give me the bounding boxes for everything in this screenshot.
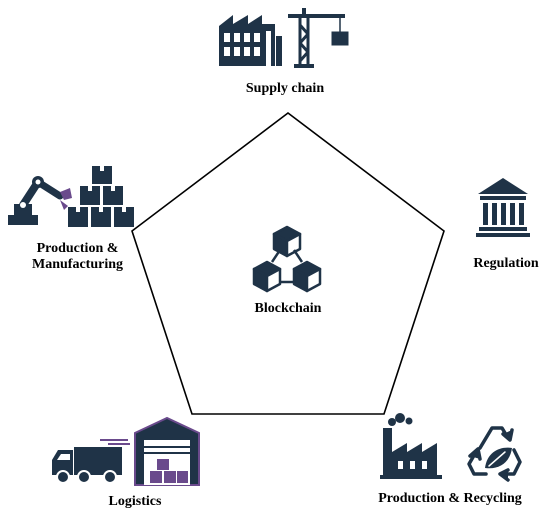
regulation-label: Regulation — [473, 256, 539, 271]
tower-crane-icon — [288, 8, 349, 68]
robot-arm-icon — [8, 176, 72, 225]
factory-icon — [219, 15, 282, 66]
government-building-icon — [476, 178, 530, 237]
blockchain-label: Blockchain — [254, 301, 322, 316]
delivery-truck-icon — [52, 439, 130, 484]
stacked-boxes-icon — [68, 166, 134, 227]
warehouse-icon — [134, 416, 200, 486]
factory-smokestack-icon — [380, 413, 442, 479]
supply-chain-label: Supply chain — [245, 81, 325, 96]
production-manufacturing-label-line-1: Production & — [36, 241, 119, 256]
production-manufacturing-label-line-2: Manufacturing — [32, 257, 123, 272]
blockchain-cubes-icon — [252, 225, 322, 293]
logistics-label: Logistics — [108, 494, 162, 509]
production-manufacturing-label: Production & Manufacturing — [15, 241, 140, 273]
production-recycling-label: Production & Recycling — [378, 491, 522, 506]
recycle-leaf-icon — [467, 426, 522, 482]
